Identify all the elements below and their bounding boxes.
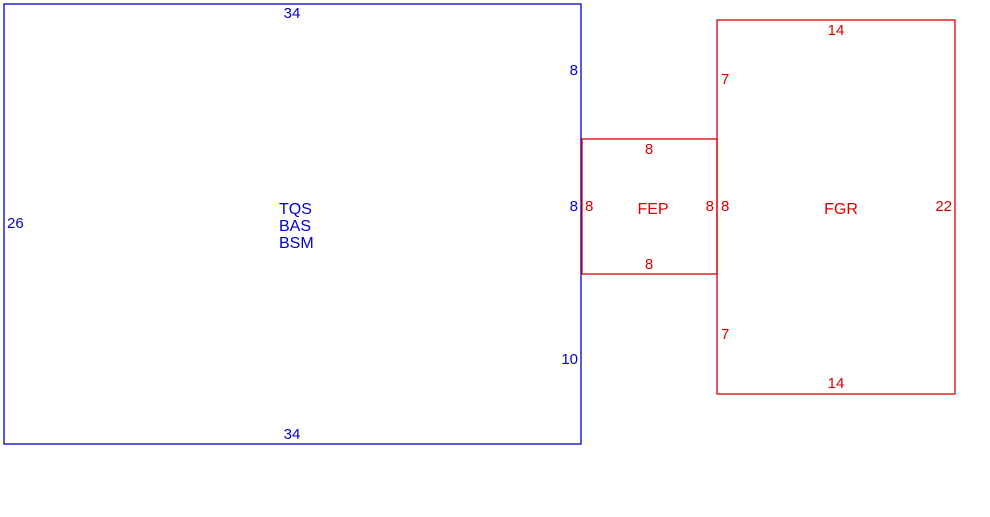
room-main-top-dimension: 34 (283, 5, 301, 22)
room-fep-top-dimension: 8 (644, 141, 654, 158)
room-main-right-lower-dimension: 10 (561, 351, 578, 368)
room-fgr-outline (716, 19, 956, 395)
room-main-bottom-dimension: 34 (283, 426, 301, 443)
room-main-left-dimension: 26 (7, 215, 24, 232)
room-fep-left-dimension: 8 (585, 198, 594, 215)
room-main-names: TQS BAS BSM (279, 201, 314, 252)
room-main-name-1: TQS (279, 201, 312, 218)
room-fgr-left-lower-dimension: 7 (721, 326, 730, 343)
room-fgr-right-dimension: 22 (935, 198, 952, 215)
room-fgr-left-upper-dimension: 7 (721, 71, 730, 88)
room-main-right-middle-dimension: 8 (569, 198, 578, 215)
room-main-right-upper-dimension: 8 (569, 62, 578, 79)
room-fgr-left-middle-dimension: 8 (721, 198, 730, 215)
room-fep-name: FEP (637, 201, 669, 218)
room-main-name-3: BSM (279, 235, 314, 252)
room-fep-right-dimension: 8 (705, 198, 714, 215)
room-main-outline (3, 3, 582, 445)
room-fgr-top-dimension: 14 (827, 22, 845, 39)
room-fep-bottom-dimension: 8 (644, 256, 654, 273)
room-fgr-bottom-dimension: 14 (827, 375, 845, 392)
room-fgr-name: FGR (824, 201, 858, 218)
room-main-name-2: BAS (279, 218, 312, 235)
